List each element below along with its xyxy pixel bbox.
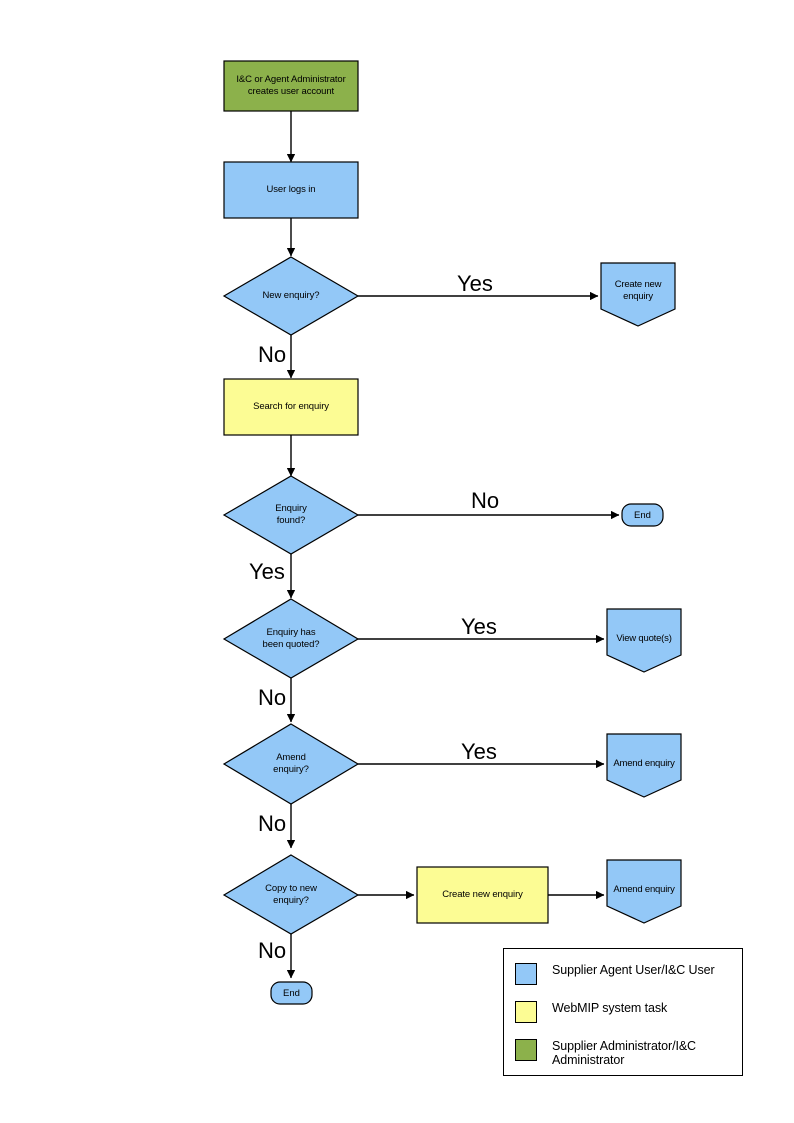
node-label: User logs in bbox=[266, 183, 316, 195]
shape-create-new-enquiry-bottom bbox=[416, 866, 549, 924]
edge-label-enquiry-found-no: No bbox=[471, 488, 500, 513]
shape-search-for-enquiry bbox=[223, 378, 359, 436]
legend: Supplier Agent User/I&C User WebMIP syst… bbox=[503, 948, 743, 1076]
shape-create-new-enquiry-top bbox=[600, 262, 676, 327]
legend-label: Supplier Agent User/I&C User bbox=[552, 963, 715, 977]
shape-enquiry-found-decision bbox=[222, 475, 360, 555]
legend-swatch-yellow bbox=[515, 1001, 537, 1023]
shape-amend-enquiry-decision bbox=[222, 723, 360, 805]
edge-label-amend-yes: Yes bbox=[461, 739, 497, 764]
shape-amend-enquiry-bottom bbox=[606, 859, 682, 924]
edge-label-quoted-no: No bbox=[258, 685, 287, 710]
shape-copy-to-new-enquiry-decision bbox=[222, 854, 360, 935]
shape-user-logs-in bbox=[223, 161, 359, 219]
edge-label-quoted-yes: Yes bbox=[461, 614, 497, 639]
legend-item-webmip-system-task: WebMIP system task bbox=[515, 1001, 667, 1023]
node-label: I&C or Agent Administrator creates user … bbox=[236, 73, 346, 97]
legend-item-supplier-agent-user: Supplier Agent User/I&C User bbox=[515, 963, 715, 985]
edge-label-enquiry-found-yes: Yes bbox=[249, 559, 285, 584]
legend-swatch-green bbox=[515, 1039, 537, 1061]
legend-item-supplier-administrator: Supplier Administrator/I&C Administrator bbox=[515, 1039, 696, 1067]
node-search-for-enquiry[interactable]: Search for enquiry bbox=[224, 379, 358, 435]
shape-enquiry-quoted-decision bbox=[222, 598, 360, 679]
node-label: Create new enquiry bbox=[442, 888, 523, 900]
node-create-new-enquiry-bottom[interactable]: Create new enquiry bbox=[417, 867, 548, 923]
shape-amend-enquiry-right bbox=[606, 733, 682, 798]
legend-label: WebMIP system task bbox=[552, 1001, 668, 1015]
node-admin-creates-account[interactable]: I&C or Agent Administrator creates user … bbox=[224, 61, 358, 111]
node-user-logs-in[interactable]: User logs in bbox=[224, 162, 358, 218]
edge-label-copy-no: No bbox=[258, 938, 287, 963]
legend-swatch-blue bbox=[515, 963, 537, 985]
shape-end-bottom bbox=[270, 981, 313, 1005]
shape-admin-creates-account bbox=[223, 60, 359, 112]
legend-label: Supplier Administrator/I&C Administrator bbox=[552, 1039, 696, 1067]
connectors bbox=[286, 111, 620, 979]
edge-label-new-enquiry-yes: Yes bbox=[457, 271, 493, 296]
edge-label-amend-no: No bbox=[258, 811, 287, 836]
edge-label-new-enquiry-no: No bbox=[258, 342, 287, 367]
shape-view-quotes bbox=[606, 608, 682, 673]
shape-end-top bbox=[621, 503, 664, 527]
shape-new-enquiry-decision bbox=[222, 256, 360, 336]
node-label: Search for enquiry bbox=[253, 400, 329, 412]
